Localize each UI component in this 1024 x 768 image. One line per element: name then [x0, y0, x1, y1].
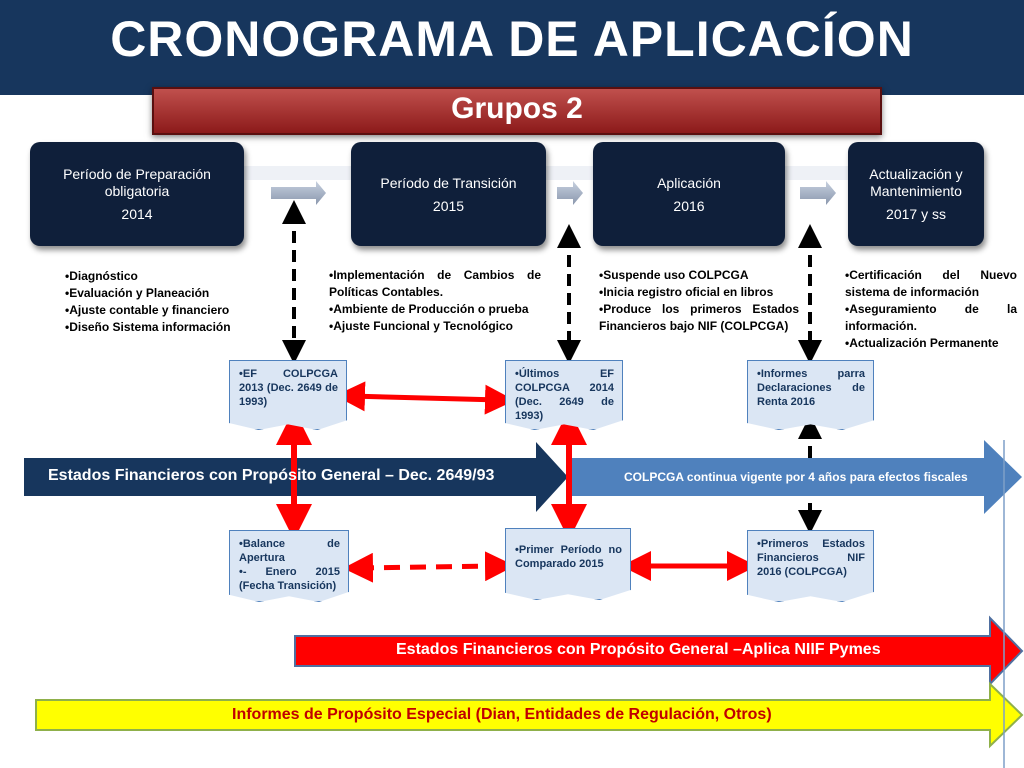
band-yellow-label: Informes de Propósito Especial (Dian, En… — [232, 706, 772, 723]
band-dark-label: Estados Financieros con Propósito Genera… — [48, 467, 495, 484]
band-blue-arrow — [572, 440, 1022, 514]
doc-text: - Enero 2015 (Fecha Transición) — [239, 565, 340, 593]
stage-arrow-3 — [800, 181, 836, 205]
doc-ef-colpcga-2013: EF COLPCGA 2013 (Dec. 2649 de 1993) — [229, 360, 347, 430]
header-bar — [0, 0, 1024, 95]
bullets-preparacion: Diagnóstico Evaluación y Planeación Ajus… — [65, 268, 255, 336]
stage-name: Período de Preparación obligatoria — [63, 166, 211, 199]
red-arrow-h1 — [335, 381, 515, 415]
list-item: Ajuste Funcional y Tecnológico — [329, 318, 541, 335]
stage-name: Actualización y Mantenimiento — [869, 166, 963, 199]
list-item: Diagnóstico — [65, 268, 255, 285]
stage-actualizacion: Actualización y Mantenimiento 2017 y ss — [848, 142, 984, 246]
band-blue-label: COLPCGA continua vigente por 4 años para… — [624, 470, 968, 484]
list-item: Produce los primeros Estados Financieros… — [599, 301, 799, 335]
doc-text: Balance de Apertura — [239, 537, 340, 565]
stage-preparacion: Período de Preparación obligatoria 2014 — [30, 142, 244, 246]
bullets-aplicacion: Suspende uso COLPCGA Inicia registro ofi… — [599, 267, 799, 335]
stage-name: Aplicación — [657, 174, 721, 191]
stage-year: 2015 — [432, 197, 465, 214]
doc-text: Primer Período no Comparado 2015 — [515, 543, 622, 571]
list-item: Ambiente de Producción o prueba — [329, 301, 541, 318]
doc-primer-periodo: Primer Período no Comparado 2015 — [505, 528, 631, 600]
stage-transicion: Período de Transición 2015 — [351, 142, 546, 246]
doc-balance-apertura: Balance de Apertura - Enero 2015 (Fecha … — [229, 530, 349, 602]
doc-text: Últimos EF COLPCGA 2014 (Dec. 2649 de 19… — [515, 367, 614, 423]
doc-text: Informes parra Declaraciones de Renta 20… — [757, 367, 865, 409]
list-item: Ajuste contable y financiero — [65, 302, 255, 319]
band-yellow-arrow — [35, 681, 1024, 749]
bullets-transicion: Implementación de Cambios de Políticas C… — [329, 267, 541, 335]
doc-text: EF COLPCGA 2013 (Dec. 2649 de 1993) — [239, 367, 338, 409]
list-item: Implementación de Cambios de Políticas C… — [329, 267, 541, 301]
doc-informes-renta: Informes parra Declaraciones de Renta 20… — [747, 360, 874, 430]
list-item: Certificación del Nuevo sistema de infor… — [845, 267, 1017, 301]
red-dashed-arrow-h2 — [343, 551, 515, 583]
list-item: Suspende uso COLPCGA — [599, 267, 799, 284]
stage-year: 2016 — [673, 197, 705, 214]
page-title: CRONOGRAMA DE APLICACÍON — [110, 11, 914, 67]
doc-ultimos-ef: Últimos EF COLPCGA 2014 (Dec. 2649 de 19… — [505, 360, 623, 430]
stage-name: Período de Transición — [380, 174, 517, 191]
band-red-label: Estados Financieros con Propósito Genera… — [396, 641, 881, 658]
subtitle-banner: Grupos 2 — [152, 87, 882, 135]
doc-primeros-ef-nif: Primeros Estados Financieros NIF 2016 (C… — [747, 530, 874, 602]
list-item: Aseguramiento de la información. — [845, 301, 1017, 335]
doc-text: Primeros Estados Financieros NIF 2016 (C… — [757, 537, 865, 579]
list-item: Evaluación y Planeación — [65, 285, 255, 302]
stage-aplicacion: Aplicación 2016 — [593, 142, 785, 246]
list-item: Diseño Sistema información — [65, 319, 255, 336]
list-item: Inicia registro oficial en libros — [599, 284, 799, 301]
band-red-arrow — [294, 615, 1024, 687]
stage-year: 2014 — [121, 206, 153, 222]
bullets-actualizacion: Certificación del Nuevo sistema de infor… — [845, 267, 1017, 352]
stage-arrow-2 — [557, 181, 583, 205]
list-item: Actualización Permanente — [845, 335, 1017, 352]
stage-year: 2017 y ss — [886, 206, 946, 222]
subtitle-text: Grupos 2 — [451, 92, 583, 125]
stage-arrow-1 — [271, 181, 326, 205]
